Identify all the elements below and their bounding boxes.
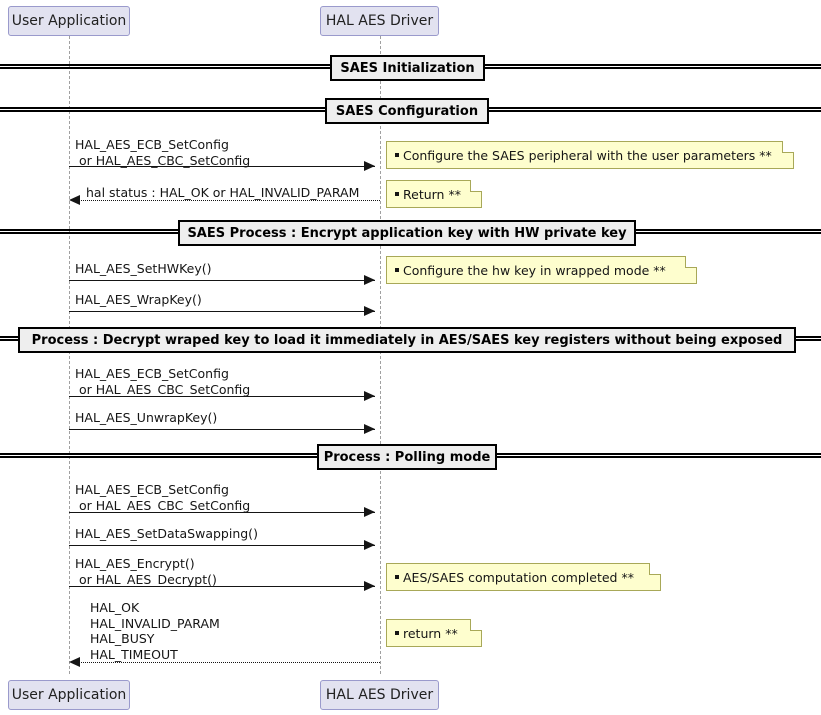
message-label-m6: HAL_AES_UnwrapKey() [75,410,218,425]
note-bullet-icon [395,191,399,196]
message-line-m1 [69,166,375,167]
section-header-label: SAES Configuration [335,103,479,119]
section-header-process-polling-mode: Process : Polling mode [317,444,497,470]
note-configure-hw-key: Configure the hw key in wrapped mode ** [386,256,697,284]
message-arrowhead-m4 [364,306,375,316]
section-header-label: Process : Decrypt wraped key to load it … [31,332,783,348]
note-bullet-icon [395,574,399,579]
message-label-m3: HAL_AES_SetHWKey() [75,261,212,276]
note-text: AES/SAES computation completed ** [403,570,634,585]
note-text: Configure the SAES peripheral with the u… [403,148,772,163]
message-arrowhead-m6 [364,424,375,434]
message-label-m7: HAL_AES_ECB_SetConfig or HAL_AES_CBC_Set… [75,482,251,513]
message-line-m3 [69,280,375,281]
section-header-label: SAES Initialization [340,60,475,76]
participant-label: HAL AES Driver [325,687,434,703]
message-line-m9 [69,586,375,587]
participant-label: User Application [11,13,127,29]
message-label-m5: HAL_AES_ECB_SetConfig or HAL_AES_CBC_Set… [75,366,251,397]
note-configure-saes-peripheral: Configure the SAES peripheral with the u… [386,141,794,169]
note-fold-corner-icon [649,563,661,575]
participant-label: HAL AES Driver [325,13,434,29]
message-arrowhead-m5 [364,391,375,401]
note-text: return ** [403,626,458,641]
message-arrowhead-m7 [364,507,375,517]
message-label-m4: HAL_AES_WrapKey() [75,292,202,307]
note-bullet-icon [395,267,399,272]
note-return-status: return ** [386,619,482,647]
message-arrowhead-m8 [364,540,375,550]
participant-user-application-top[interactable]: User Application [8,6,130,36]
section-header-saes-process-encrypt: SAES Process : Encrypt application key w… [178,220,636,246]
message-arrowhead-m2 [69,195,80,205]
section-header-process-decrypt: Process : Decrypt wraped key to load it … [18,327,796,353]
note-computation-completed: AES/SAES computation completed ** [386,563,661,591]
note-fold-corner-icon [685,256,697,268]
message-arrowhead-m3 [364,275,375,285]
section-header-saes-initialization: SAES Initialization [330,55,485,81]
message-label-m9: HAL_AES_Encrypt() or HAL_AES_Decrypt() [75,556,217,587]
note-return: Return ** [386,180,482,208]
note-fold-corner-icon [470,180,482,192]
participant-hal-aes-driver-top[interactable]: HAL AES Driver [320,6,439,36]
message-label-m10: HAL_OK HAL_INVALID_PARAM HAL_BUSY HAL_TI… [89,600,220,662]
message-line-m2 [75,200,380,201]
message-arrowhead-m10 [69,657,80,667]
participant-hal-aes-driver-bottom[interactable]: HAL AES Driver [320,680,439,710]
message-label-m2: hal status : HAL_OK or HAL_INVALID_PARAM [86,185,360,200]
note-text: Return ** [403,187,461,202]
note-bullet-icon [395,152,399,157]
section-header-saes-configuration: SAES Configuration [325,98,489,124]
section-header-label: Process : Polling mode [323,449,491,465]
section-header-label: SAES Process : Encrypt application key w… [187,225,627,241]
note-fold-corner-icon [782,141,794,153]
message-line-m5 [69,396,375,397]
note-fold-corner-icon [470,619,482,631]
lifeline-user-application [69,36,70,674]
message-label-m8: HAL_AES_SetDataSwapping() [75,526,258,541]
message-line-m10 [75,662,380,663]
message-line-m6 [69,429,375,430]
message-line-m4 [69,311,375,312]
lifeline-hal-aes-driver [380,36,381,674]
message-arrowhead-m1 [364,161,375,171]
message-label-m1: HAL_AES_ECB_SetConfig or HAL_AES_CBC_Set… [75,137,251,168]
participant-label: User Application [11,687,127,703]
message-line-m8 [69,545,375,546]
note-bullet-icon [395,630,399,635]
note-text: Configure the hw key in wrapped mode ** [403,263,666,278]
participant-user-application-bottom[interactable]: User Application [8,680,130,710]
message-line-m7 [69,512,375,513]
message-arrowhead-m9 [364,581,375,591]
